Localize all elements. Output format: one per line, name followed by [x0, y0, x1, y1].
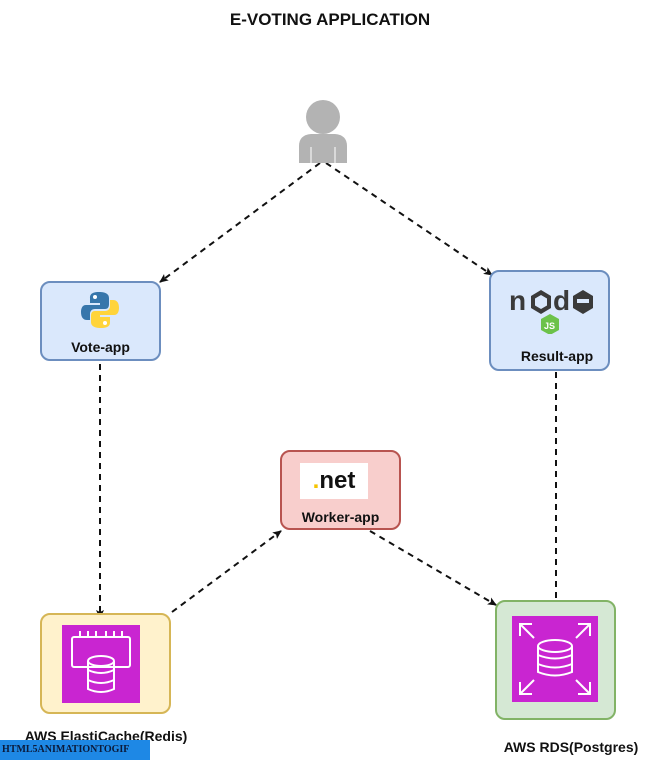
elasticache-icon — [62, 625, 140, 703]
arrow-user-to-result — [325, 162, 493, 276]
python-icon — [81, 292, 119, 328]
rds-icon — [512, 616, 598, 702]
diagram-title: E-VOTING APPLICATION — [229, 10, 431, 29]
watermark-banner: HTML5ANIMATIONTOGIF — [0, 740, 150, 760]
svg-text:d: d — [553, 285, 570, 316]
result-app-label: Result-app — [520, 348, 594, 364]
dotnet-icon-text: net — [319, 467, 356, 494]
svg-text:n: n — [509, 285, 526, 316]
nodejs-icon: n d JS — [509, 285, 593, 334]
worker-app-label: Worker-app — [301, 509, 380, 525]
svg-text:JS: JS — [544, 321, 555, 331]
arrow-worker-to-postgres — [369, 530, 497, 606]
dotnet-icon: .net — [300, 463, 368, 499]
arrow-user-to-vote — [159, 162, 321, 283]
user-icon — [299, 100, 347, 163]
postgres-label: AWS RDS(Postgres) — [503, 739, 639, 755]
arrow-redis-to-worker — [171, 530, 282, 613]
vote-app-label: Vote-app — [71, 339, 130, 355]
